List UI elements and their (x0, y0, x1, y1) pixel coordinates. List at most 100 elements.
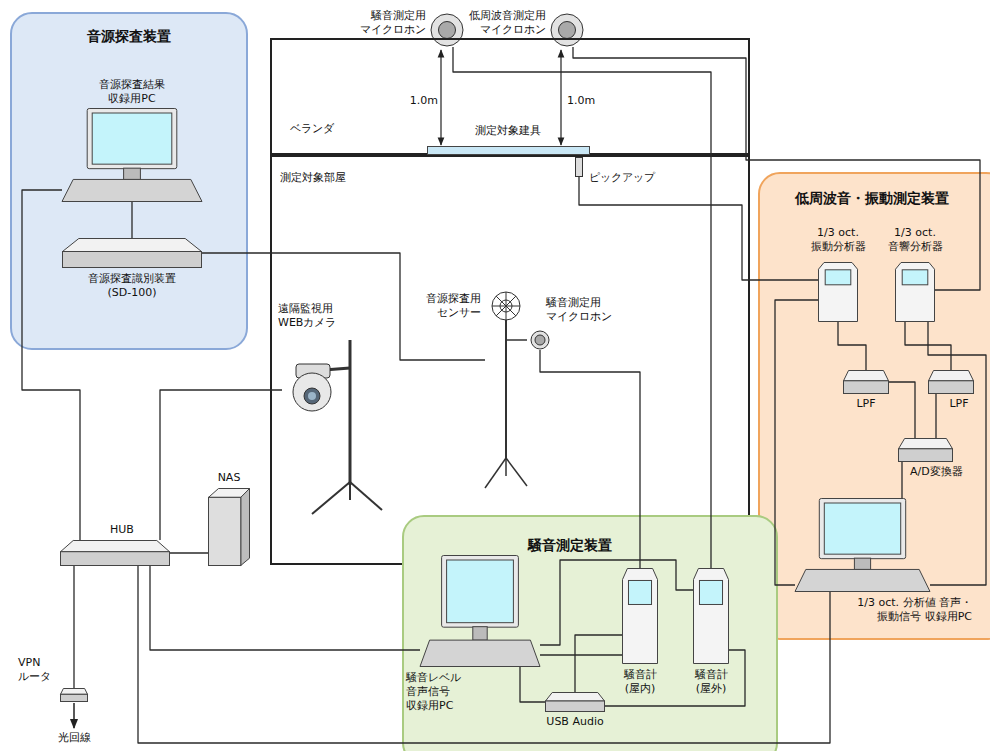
cable-line (540, 560, 693, 645)
tripod-leg (505, 458, 507, 476)
node-label: 音源探査識別装置 (SD-100) (77, 272, 187, 300)
dimension-line (440, 50, 441, 145)
nas-front (209, 497, 241, 565)
device-front (899, 449, 953, 462)
window-pane (428, 147, 590, 155)
vibration-pickup-icon (575, 157, 583, 177)
group-title: 騒音測定装置 (402, 537, 738, 554)
tripod-leg (506, 458, 527, 486)
equipment-panel: 騒音測定装置騒音レベル 音声信号 収録用PC騒音計 (屋内)騒音計 (屋外)US… (402, 515, 778, 751)
room-area: 測定対象部屋ピックアップ遠隔監視用 WEBカメラ音源探査用 センサー騒音測定用 … (270, 155, 750, 565)
mic-capsule (439, 22, 456, 39)
storage-nas: NAS (208, 488, 250, 566)
dimension-label: 1.0m (398, 94, 438, 107)
keyboard-base (62, 179, 202, 201)
camera-dome (293, 373, 331, 411)
device-top (61, 541, 170, 552)
web-camera: 遠隔監視用 WEBカメラ (282, 340, 382, 515)
cable-line (928, 322, 986, 585)
node-label: ベランダ (290, 122, 370, 136)
node-label: 騒音計 (屋内) (615, 668, 665, 696)
cable-line (138, 566, 830, 743)
camera-lens-glass (308, 392, 316, 400)
microphone: 低周波音測定用 マイクロホン (550, 13, 584, 47)
node-label: LPF (843, 397, 889, 411)
dimension-label: 1.0m (567, 94, 607, 107)
meter-screen (902, 270, 928, 285)
tripod-leg (349, 482, 351, 500)
device-front (63, 252, 202, 268)
meter-screen (628, 580, 651, 604)
monitor-stand (473, 627, 487, 640)
line-label: 光回線 (48, 731, 100, 744)
microphone-icon (550, 13, 584, 47)
keyboard-base (795, 569, 930, 591)
low-pass-filter-icon (843, 370, 889, 394)
storage-nas-icon (208, 488, 250, 566)
monitor-stand (854, 558, 870, 569)
tripod-leg (350, 482, 382, 510)
device-front (61, 694, 88, 701)
pc-terminal-icon (795, 498, 930, 592)
node-label: 騒音測定用 マイクロホン (346, 9, 426, 37)
cable-line (935, 394, 936, 438)
cable-line (838, 322, 866, 370)
sensor-tripod: 音源探査用 センサー (485, 290, 527, 490)
meter-screen (699, 580, 722, 604)
node-label: 騒音計 (屋外) (686, 668, 736, 696)
vpn-router-icon (60, 688, 88, 702)
node-label: 測定対象建具 (448, 124, 568, 138)
low-pass-filter: LPF (928, 370, 974, 394)
ad-converter-icon (898, 438, 953, 462)
node-label: 音源探査用 センサー (409, 292, 481, 320)
node-label: NAS (208, 471, 250, 485)
ad-converter: A/D変換器 (898, 438, 953, 462)
node-label: VPN ルータ (18, 656, 58, 684)
vpn-router: VPN ルータ (60, 688, 88, 702)
mic-arm (506, 339, 527, 341)
microphone: 騒音測定用 マイクロホン (430, 13, 464, 47)
tripod-leg (485, 458, 506, 488)
uplink-arrow (73, 703, 75, 728)
device-top (899, 439, 953, 449)
microphone: 騒音測定用 マイクロホン (530, 330, 550, 350)
tripod-pole (505, 320, 507, 460)
pc-terminal-icon (420, 555, 540, 667)
cable-line (170, 552, 208, 553)
network-hub: HUB (60, 540, 170, 566)
vibration-pickup: ピックアップ (575, 157, 583, 177)
cable-line (605, 650, 745, 706)
meter-body (623, 569, 658, 664)
cable-line (540, 654, 622, 655)
node-label: 低周波音測定用 マイクロホン (464, 9, 546, 37)
monitor-frame (87, 109, 177, 169)
low-pass-filter-icon (928, 370, 974, 394)
node-label: 測定対象部屋 (280, 171, 380, 185)
node-label: 音源探査結果 収録用PC (92, 78, 172, 106)
node-label: ピックアップ (589, 171, 669, 185)
network-hub-icon (60, 540, 170, 566)
sound-level-meter-icon (693, 568, 729, 664)
device-top (929, 371, 974, 381)
node-label: HUB (110, 523, 150, 537)
analyzer: 1/3 oct. 振動分析器 (818, 262, 858, 322)
cable-line (889, 382, 915, 438)
pc-terminal: 1/3 oct. 分析値 音声・振動信号 収録用PC (795, 498, 930, 592)
monitor-screen (447, 560, 514, 623)
monitor-screen (92, 113, 172, 164)
device-front (844, 381, 889, 394)
mic-head (431, 14, 463, 46)
cable-line (540, 350, 640, 568)
sensor-array (492, 292, 520, 320)
cable-line (131, 202, 132, 238)
tripod-leg (312, 482, 350, 514)
device-front (61, 552, 170, 566)
node-label: 1/3 oct. 音響分析器 (875, 226, 955, 254)
veranda-area: ベランダ 測定対象建具 (270, 38, 750, 155)
cable-line (73, 566, 74, 688)
cable-line (579, 177, 818, 280)
microphone-icon (530, 330, 550, 350)
pc-terminal: 騒音レベル 音声信号 収録用PC (420, 555, 540, 667)
